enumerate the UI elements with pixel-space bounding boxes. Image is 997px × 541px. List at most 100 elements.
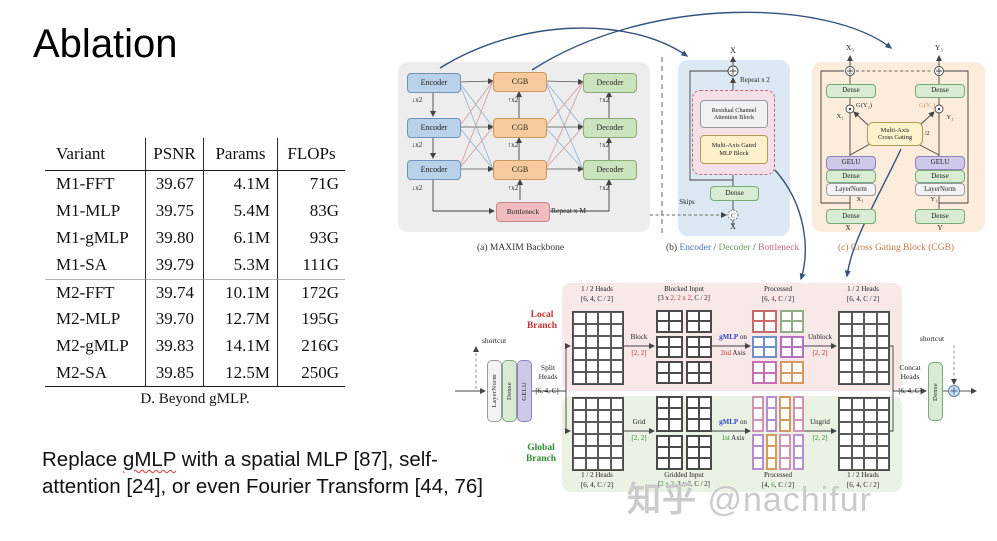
gridded-input-label: Gridded Input <box>664 471 704 479</box>
dense-box: Dense <box>915 84 965 98</box>
body-text: Replace gMLP with a spatial MLP [87], se… <box>42 446 502 500</box>
encoder-box: Encoder <box>407 118 461 138</box>
heads-label: 1 / 2 Heads <box>581 285 613 293</box>
gmlp-axis-label: 1st Axis <box>721 434 745 442</box>
processed-label: Processed <box>764 471 792 479</box>
gelu-label: GELU <box>521 381 528 401</box>
unblock-op-dims: [2, 2] <box>812 349 828 357</box>
dense-box: Dense <box>826 170 876 183</box>
table-cell: 93G <box>277 224 345 252</box>
dense-box: Dense <box>826 209 876 224</box>
table-cell: M2-MLP <box>56 308 121 328</box>
table-cell: M2-FFT <box>45 278 145 306</box>
shortcut-label: shortcut <box>919 334 945 343</box>
table-cell: 12.7M <box>203 305 277 333</box>
dense-box: Dense <box>915 170 965 183</box>
mab-box: Multi-Axis Gated MLP Block <box>700 135 768 164</box>
dense-box: Dense <box>915 209 965 224</box>
local-branch-label: Local Branch <box>526 310 558 332</box>
processed-feature-grid <box>752 396 804 470</box>
encoder-box: Encoder <box>407 73 461 93</box>
table-cell: 4.1M <box>203 171 277 198</box>
table-cell: 39.74 <box>145 278 203 306</box>
processed-dims: [4, 6, C / 2] <box>761 481 795 489</box>
gx2-label: G(X₂) <box>919 102 935 109</box>
table-cell: 39.75 <box>145 197 203 225</box>
dense-box: Dense <box>710 186 759 201</box>
dense-box: Dense <box>928 362 943 421</box>
col-header: Variant <box>45 138 145 171</box>
table-cell: 83G <box>277 197 345 225</box>
table-cell: 39.70 <box>145 305 203 333</box>
gmlp-op-label: gMLP on <box>719 418 747 426</box>
x-input-label: X <box>845 223 851 232</box>
table-cell: M1-MLP <box>56 201 121 221</box>
gelu-box: GELU <box>915 156 965 170</box>
figure-a-caption: (a) MAXIM Backbone <box>477 243 565 253</box>
table-cell: M1-FFT <box>56 174 115 194</box>
processed-label: Processed <box>764 285 792 293</box>
table-cell: M1-SA <box>56 255 108 275</box>
table-cell: 5.4M <box>203 197 277 225</box>
upscale-label: ↑x2 <box>507 96 519 104</box>
table-cell: 39.80 <box>145 224 203 252</box>
table-cell: 216G <box>277 332 345 360</box>
body-text-post: with a spatial MLP [87], self- <box>176 448 438 471</box>
decoder-box: Decoder <box>583 73 637 93</box>
decoder-box: Decoder <box>583 160 637 180</box>
watermark: 知乎 @nachifur <box>627 472 872 521</box>
skips-label: Skips <box>679 198 695 206</box>
decoder-box: Decoder <box>583 118 637 138</box>
repeat-label: Repeat x 2 <box>740 76 770 84</box>
rcab-box: Residual Channel Attention Block <box>700 100 768 128</box>
processed-feature-grid <box>752 310 804 384</box>
heads-label: 1 / 2 Heads <box>847 471 879 479</box>
unblock-op-label: Unblock <box>807 333 833 341</box>
downscale-label: ↓x2 <box>411 141 423 149</box>
multi-axis-cross-gating-box: Multi-Axis Cross Gating <box>867 122 923 146</box>
heads-dims: [6, 4, C / 2] <box>580 481 614 489</box>
x-top-label: X <box>730 46 736 55</box>
gridded-input-dims: [2 x 2, 3 x 2, C / 2] <box>658 481 710 488</box>
table-cell: 71G <box>277 171 345 198</box>
add-icon <box>948 385 960 397</box>
upscale-label: ↑x2 <box>507 184 519 192</box>
table-cell: 172G <box>277 278 345 306</box>
table-cell: 39.85 <box>145 359 203 387</box>
layernorm-box: LayerNorm <box>826 183 876 196</box>
watermark-handle: @nachifur <box>707 481 872 519</box>
y2-label: Y₂ <box>946 114 954 121</box>
table-cell: 12.5M <box>203 359 277 387</box>
global-branch-label: Global Branch <box>525 443 557 465</box>
figure-c-caption: (c) Cross Gating Block (CGB) <box>838 243 955 253</box>
x-bottom-label: X <box>730 222 736 231</box>
table-cell: M1-gMLP <box>56 228 129 248</box>
upscale-label: ↑x2 <box>598 96 610 104</box>
split-heads-label: Split Heads <box>538 363 558 382</box>
blocked-input-dims: [3 x 2, 2 x 2, C / 2] <box>658 295 710 302</box>
feature-grid <box>838 397 890 471</box>
feature-grid <box>572 397 624 471</box>
dense-box: Dense <box>826 84 876 98</box>
table-cell: 39.67 <box>145 171 203 198</box>
ungrid-op-dims: [2, 2] <box>812 434 828 442</box>
y1-label: Y₁ <box>930 196 938 203</box>
upscale-label: ↑x2 <box>598 141 610 149</box>
grid-op-label: Grid <box>632 418 646 426</box>
figure-b-caption: (b) Encoder / Decoder / Bottleneck <box>666 243 800 253</box>
cgb-box: CGB <box>493 72 547 92</box>
gy2-label: G(Y₂) <box>856 102 872 109</box>
heads-dims: [6, 4, C / 2] <box>580 295 614 303</box>
x1-label: X₁ <box>856 196 864 203</box>
x3-label: X₃ <box>845 43 855 52</box>
table-cell: M2-SA <box>56 362 108 382</box>
table-cell: 39.79 <box>145 251 203 279</box>
grid-op-dims: [2, 2] <box>631 434 647 442</box>
body-text-line2: attention [24], or even Fourier Transfor… <box>42 475 483 499</box>
table-caption: D. Beyond gMLP. <box>140 391 250 407</box>
heads-dims: [6, 4, C / 2] <box>846 481 880 489</box>
split-heads-dims: [6, 4, C] <box>535 387 559 395</box>
blocked-input-label: Blocked Input <box>664 285 704 293</box>
block-op-label: Block <box>630 333 648 341</box>
table-cell: 6.1M <box>203 224 277 252</box>
